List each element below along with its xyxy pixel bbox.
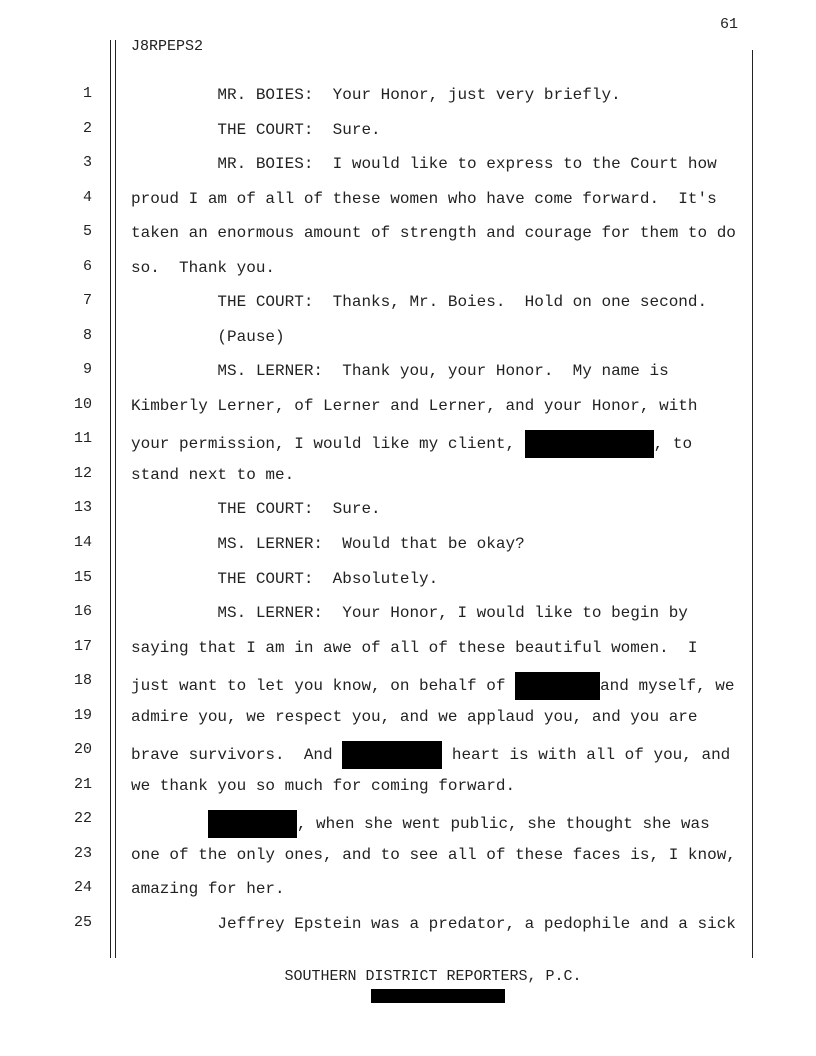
transcript-line: brave survivors. And heart is with all o… xyxy=(131,741,731,770)
line-text: your permission, I would like my client, xyxy=(131,435,525,454)
line-text: , when she went public, she thought she … xyxy=(296,815,710,834)
line-number: 2 xyxy=(82,119,92,137)
footer-redaction xyxy=(371,989,505,1003)
line-number: 4 xyxy=(82,188,92,206)
line-number: 12 xyxy=(73,464,92,482)
line-text: MR. BOIES: I would like to express to th… xyxy=(131,155,717,174)
transcript-line: amazing for her. xyxy=(131,879,285,899)
redaction-box xyxy=(207,810,297,839)
line-text: we thank you so much for coming forward. xyxy=(131,776,516,795)
line-text: THE COURT: Absolutely. xyxy=(131,569,439,588)
redaction-box xyxy=(524,430,654,459)
line-text: THE COURT: Sure. xyxy=(131,120,381,139)
transcript-line: THE COURT: Sure. xyxy=(131,120,381,140)
page-number: 61 xyxy=(719,16,738,33)
line-text: brave survivors. And xyxy=(131,746,343,765)
line-text: MS. LERNER: Thank you, your Honor. My na… xyxy=(131,362,669,381)
transcript-line: Kimberly Lerner, of Lerner and Lerner, a… xyxy=(131,396,698,416)
line-text: so. Thank you. xyxy=(131,258,276,277)
transcript-line: admire you, we respect you, and we appla… xyxy=(131,707,698,727)
line-number: 21 xyxy=(73,775,92,793)
transcript-line: , when she went public, she thought she … xyxy=(131,810,710,839)
line-text: amazing for her. xyxy=(131,880,285,899)
line-number: 9 xyxy=(82,361,92,379)
line-number: 17 xyxy=(73,637,92,655)
line-number: 13 xyxy=(73,499,92,517)
line-number: 24 xyxy=(73,879,92,897)
line-number: 22 xyxy=(73,810,92,828)
line-text: , to xyxy=(653,435,693,454)
transcript-line: one of the only ones, and to see all of … xyxy=(131,845,736,865)
right-margin-line xyxy=(752,50,753,958)
line-number: 18 xyxy=(73,672,92,690)
transcript-line: MS. LERNER: Your Honor, I would like to … xyxy=(131,603,688,623)
line-number: 3 xyxy=(82,154,92,172)
line-number: 25 xyxy=(73,913,92,931)
line-number: 16 xyxy=(73,603,92,621)
line-number: 1 xyxy=(82,85,92,102)
transcript-line: THE COURT: Absolutely. xyxy=(131,569,438,589)
line-text: THE COURT: Sure. xyxy=(131,500,381,519)
line-text: MS. LERNER: Your Honor, I would like to … xyxy=(131,604,688,623)
line-text xyxy=(131,816,208,834)
transcript-line: THE COURT: Sure. xyxy=(131,499,381,519)
line-text: taken an enormous amount of strength and… xyxy=(131,224,736,243)
transcript-line: MR. BOIES: Your Honor, just very briefly… xyxy=(131,85,621,105)
transcript-line: we thank you so much for coming forward. xyxy=(131,776,515,796)
line-text: (Pause) xyxy=(131,327,285,346)
transcript-line: MS. LERNER: Would that be okay? xyxy=(131,534,525,554)
line-text: Jeffrey Epstein was a predator, a pedoph… xyxy=(131,914,736,933)
line-number: 15 xyxy=(73,568,92,586)
line-number: 23 xyxy=(73,844,92,862)
line-text: admire you, we respect you, and we appla… xyxy=(131,707,698,726)
transcript-line: (Pause) xyxy=(131,327,285,347)
transcript-line: so. Thank you. xyxy=(131,258,275,278)
transcript-line: THE COURT: Thanks, Mr. Boies. Hold on on… xyxy=(131,292,707,312)
line-text: just want to let you know, on behalf of xyxy=(131,677,516,696)
line-text: saying that I am in awe of all of these … xyxy=(131,638,698,657)
line-number: 5 xyxy=(82,223,92,241)
line-number: 6 xyxy=(82,257,92,275)
line-text: Kimberly Lerner, of Lerner and Lerner, a… xyxy=(131,396,698,415)
redaction-box xyxy=(515,672,601,701)
transcript-line: just want to let you know, on behalf of … xyxy=(131,672,735,701)
transcript-line: stand next to me. xyxy=(131,465,294,485)
line-number: 14 xyxy=(73,534,92,552)
left-margin-line xyxy=(110,40,111,958)
line-text: heart is with all of you, and xyxy=(442,746,731,765)
line-number: 10 xyxy=(73,395,92,413)
line-number: 20 xyxy=(73,741,92,759)
line-number: 7 xyxy=(82,292,92,310)
line-number: 8 xyxy=(82,326,92,344)
line-text: proud I am of all of these women who hav… xyxy=(131,189,717,208)
line-text: stand next to me. xyxy=(131,465,295,484)
transcript-header-code: J8RPEPS2 xyxy=(131,38,204,55)
line-text: one of the only ones, and to see all of … xyxy=(131,845,736,864)
line-number: 19 xyxy=(73,706,92,724)
left-margin-line-inner xyxy=(115,40,116,958)
transcript-line: taken an enormous amount of strength and… xyxy=(131,223,736,243)
line-text: MS. LERNER: Would that be okay? xyxy=(131,535,525,554)
transcript-line: saying that I am in awe of all of these … xyxy=(131,638,698,658)
redaction-box xyxy=(342,741,443,770)
line-number: 11 xyxy=(73,430,92,448)
line-text: and myself, we xyxy=(600,677,735,696)
transcript-line: MR. BOIES: I would like to express to th… xyxy=(131,154,717,174)
transcript-line: your permission, I would like my client,… xyxy=(131,430,693,459)
line-text: MR. BOIES: Your Honor, just very briefly… xyxy=(131,86,621,104)
line-text: THE COURT: Thanks, Mr. Boies. Hold on on… xyxy=(131,293,708,312)
transcript-line: Jeffrey Epstein was a predator, a pedoph… xyxy=(131,914,736,934)
transcript-line: MS. LERNER: Thank you, your Honor. My na… xyxy=(131,361,669,381)
transcript-line: proud I am of all of these women who hav… xyxy=(131,189,717,209)
footer-reporter: SOUTHERN DISTRICT REPORTERS, P.C. xyxy=(284,968,582,985)
